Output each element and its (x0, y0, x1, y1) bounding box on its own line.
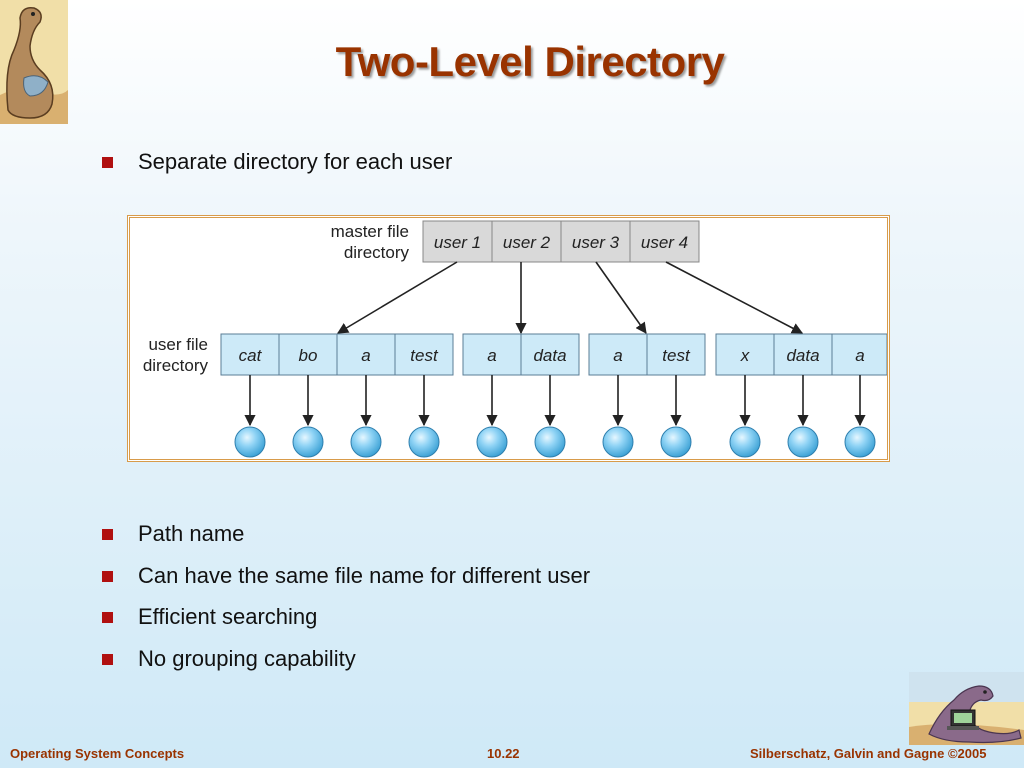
bullet-item: Efficient searching (100, 603, 590, 645)
footer-page-number: 10.22 (487, 746, 520, 761)
file-entry: a (361, 346, 370, 365)
pointer-arrows (337, 261, 803, 335)
dinosaur-laptop-logo-icon (909, 672, 1024, 745)
footer-course-title: Operating System Concepts (10, 746, 185, 761)
file-entry: a (613, 346, 622, 365)
user-file-directory-4: x data a (715, 333, 887, 376)
dinosaur-logo-icon (0, 0, 68, 124)
file-node-icon (350, 426, 382, 458)
file-entry: bo (299, 346, 318, 365)
file-node-icon (602, 426, 634, 458)
file-node-icon (787, 426, 819, 458)
file-entry: data (786, 346, 819, 365)
file-entry: data (533, 346, 566, 365)
file-entry: cat (239, 346, 263, 365)
master-entry: user 4 (641, 233, 688, 252)
bottom-bullet-list: Path name Can have the same file name fo… (100, 520, 590, 686)
bullet-item: Can have the same file name for differen… (100, 562, 590, 604)
master-entry: user 1 (434, 233, 481, 252)
file-entry: a (855, 346, 864, 365)
user-file-directory-label: user file (148, 335, 208, 354)
file-pointer-arrows (244, 375, 866, 427)
file-node-icon (729, 426, 761, 458)
master-file-directory: user 1 user 2 user 3 user 4 (422, 220, 700, 263)
file-node-icon (234, 426, 266, 458)
master-file-directory-label: directory (344, 243, 410, 262)
slide-title: Two-Level Directory (335, 38, 725, 85)
footer-copyright: Silberschatz, Galvin and Gagne ©2005 (750, 746, 987, 761)
file-node-icon (408, 426, 440, 458)
user-file-directory-1: cat bo a test (220, 333, 454, 376)
file-entry: test (662, 346, 691, 365)
file-entry: x (740, 346, 750, 365)
master-entry: user 2 (503, 233, 551, 252)
file-node-icon (844, 426, 876, 458)
top-bullet-list: Separate directory for each user (100, 148, 452, 190)
file-node-icon (292, 426, 324, 458)
bullet-item: Path name (100, 520, 590, 562)
user-file-directory-2: a data (462, 333, 580, 376)
file-entry: test (410, 346, 439, 365)
file-node-icon (476, 426, 508, 458)
file-nodes (234, 426, 876, 458)
bullet-item: Separate directory for each user (100, 148, 452, 190)
master-file-directory-label: master file (331, 222, 409, 241)
file-node-icon (534, 426, 566, 458)
user-file-directory-3: a test (588, 333, 706, 376)
two-level-directory-diagram: master file directory user file director… (127, 215, 890, 462)
bullet-item: No grouping capability (100, 645, 590, 687)
file-node-icon (660, 426, 692, 458)
user-file-directory-label: directory (143, 356, 209, 375)
file-entry: a (487, 346, 496, 365)
master-entry: user 3 (572, 233, 620, 252)
